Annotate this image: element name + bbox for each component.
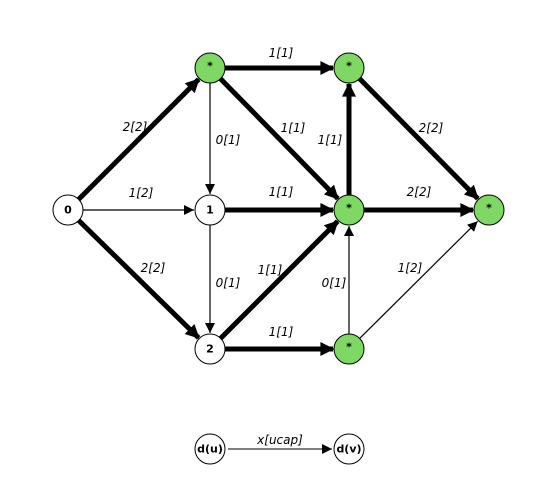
- legend-from-label: d(u): [197, 443, 223, 456]
- node-f: [333, 333, 365, 365]
- edge-s-a: [76, 77, 201, 202]
- edge-label-a-e: 1[1]: [281, 121, 306, 135]
- edge-label-c-f: 1[1]: [269, 325, 294, 339]
- nodes-layer: 0 * 1 2 * * * *: [52, 52, 505, 365]
- node-a: [194, 52, 226, 84]
- edges-layer: [76, 61, 480, 356]
- edge-d-t: [357, 76, 480, 201]
- node-label-a: *: [207, 60, 213, 73]
- edge-label-f-t: 1[2]: [398, 261, 423, 275]
- edge-label-d-t: 2[2]: [419, 121, 444, 135]
- edge-label-b-c: 0[1]: [216, 276, 241, 290]
- node-e: [333, 194, 365, 226]
- edge-c-e: [218, 219, 340, 341]
- edge-label-e-t: 2[2]: [407, 185, 432, 199]
- legend-to-node: [333, 433, 365, 465]
- node-c: [194, 333, 226, 365]
- edge-label-b-e: 1[1]: [269, 185, 294, 199]
- edge-label-s-b: 1[2]: [129, 186, 154, 200]
- node-label-f: *: [346, 341, 352, 354]
- legend-edge-label: x[ucap]: [256, 433, 303, 447]
- legend: x[ucap] d(u) d(v): [194, 433, 365, 465]
- edge-label-s-c: 2[2]: [141, 261, 166, 275]
- edge-a-e: [218, 76, 340, 201]
- node-label-s: 0: [64, 204, 72, 217]
- node-t: [473, 194, 505, 226]
- edge-label-s-a: 2[2]: [123, 120, 148, 134]
- node-label-t: *: [486, 202, 492, 215]
- edge-s-c: [76, 218, 201, 340]
- edge-label-a-d: 1[1]: [269, 46, 294, 60]
- edge-f-t: [359, 220, 479, 339]
- edge-label-a-b: 0[1]: [216, 133, 241, 147]
- node-d: [333, 52, 365, 84]
- node-label-d: *: [346, 60, 352, 73]
- edge-label-e-d: 1[1]: [318, 133, 343, 147]
- node-label-c: 2: [206, 343, 214, 356]
- legend-from-node: [194, 433, 226, 465]
- edge-labels-layer: 2[2] 1[2] 2[2] 0[1] 1[1] 1[1] 1[1] 0[1] 1[1] 1[1]…: [123, 46, 444, 339]
- node-s: [52, 194, 84, 226]
- edge-label-c-e: 1[1]: [258, 263, 283, 277]
- node-label-e: *: [346, 202, 352, 215]
- node-b: [194, 194, 226, 226]
- legend-to-label: d(v): [336, 443, 361, 456]
- node-label-b: 1: [206, 204, 214, 217]
- edge-label-f-e: 0[1]: [322, 276, 347, 290]
